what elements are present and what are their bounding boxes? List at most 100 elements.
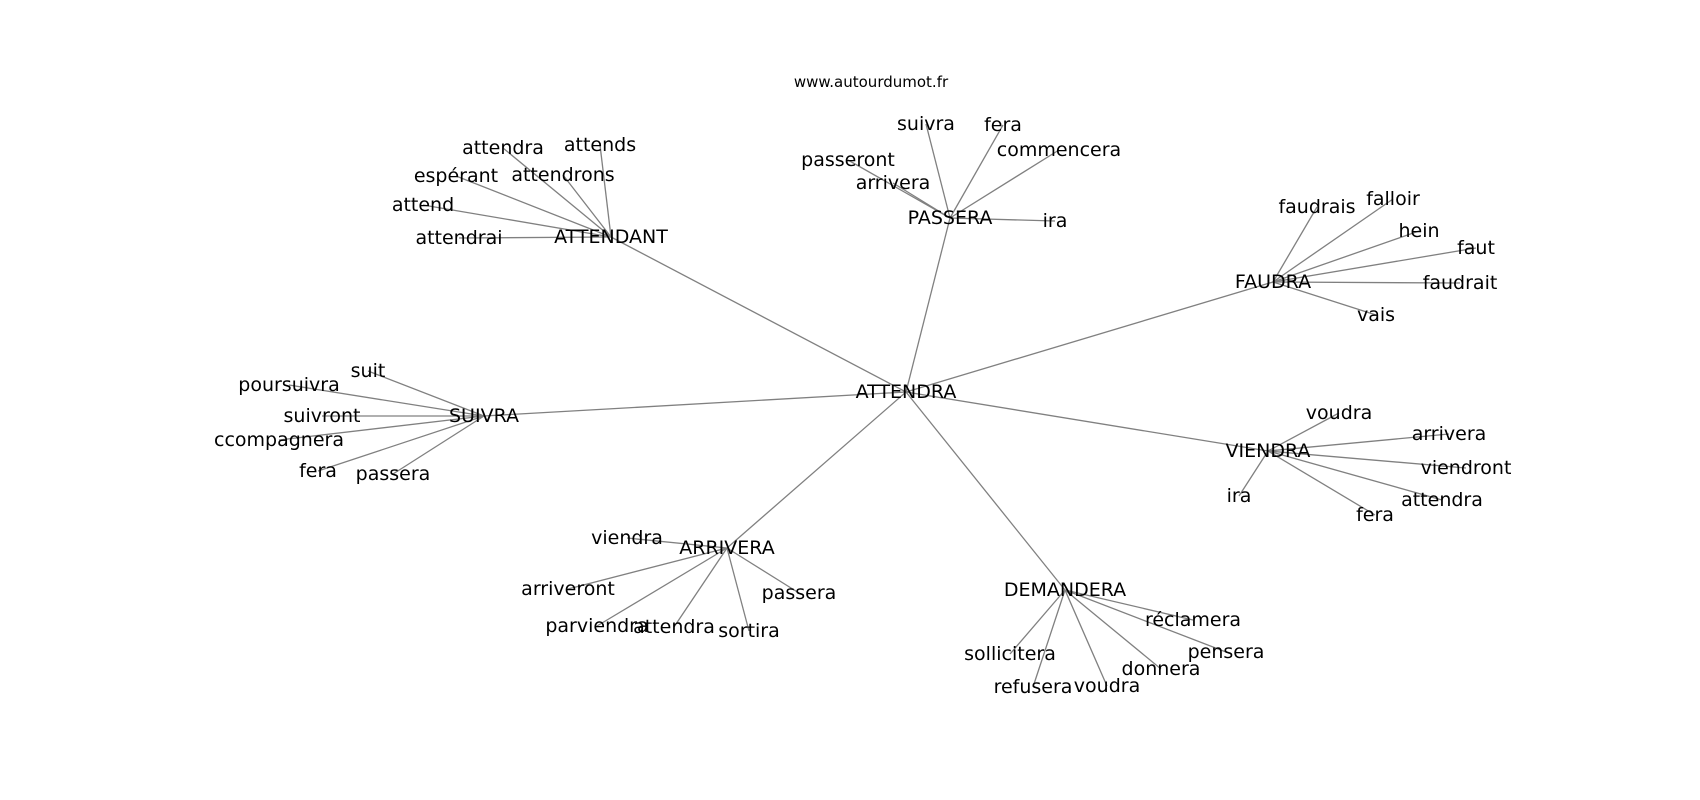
leaf-node-label: viendra	[591, 527, 663, 549]
leaf-node-label: fera	[299, 460, 337, 482]
leaf-node-label: réclamera	[1145, 609, 1241, 631]
edge-h6-r3	[726, 547, 800, 594]
hub-node-label: FAUDRA	[1235, 271, 1311, 293]
edge-c-h7	[905, 391, 1066, 591]
edge-h1-a2	[599, 144, 612, 238]
edge-h1-a1	[502, 147, 612, 238]
edge-h2-p4	[847, 159, 951, 219]
leaf-node-label: arriveront	[521, 578, 615, 600]
hub-node-label: DEMANDERA	[1004, 579, 1126, 601]
edge-h7-d4	[1064, 589, 1162, 670]
edge-c-h2	[905, 217, 951, 393]
edge-h4-s4	[278, 415, 485, 441]
edge-h2-p1	[925, 123, 951, 219]
leaf-node-label: voudra	[1306, 402, 1372, 424]
edge-c-h5	[905, 391, 1269, 452]
edge-h6-r2	[567, 547, 728, 590]
leaf-node-label: attendra	[1401, 489, 1483, 511]
source-credit: www.autourdumot.fr	[794, 73, 949, 91]
edge-h5-v3	[1267, 450, 1467, 469]
edge-h7-d1	[1064, 589, 1194, 621]
hub-node-label: VIENDRA	[1226, 440, 1311, 462]
leaf-node-label: fera	[984, 114, 1022, 136]
leaf-node-label: commencera	[997, 139, 1121, 161]
edge-h4-s2	[288, 384, 485, 417]
edge-h5-v4	[1267, 450, 1443, 501]
leaf-node-label: attendra	[633, 616, 715, 638]
leaf-node-label: espérant	[414, 165, 498, 187]
edge-h5-v5	[1238, 450, 1269, 497]
edge-h2-p2	[949, 124, 1004, 219]
edge-h2-p5	[892, 182, 951, 219]
edge-c-h6	[726, 391, 907, 549]
leaf-node-label: falloir	[1366, 188, 1420, 210]
edge-h1-a4	[562, 174, 612, 238]
edge-h5-v1	[1267, 412, 1340, 452]
hub-node-label: ATTENDRA	[856, 381, 957, 403]
leaf-node-label: ira	[1043, 210, 1068, 232]
edge-h5-v6	[1267, 450, 1376, 516]
leaf-node-label: attendrai	[415, 227, 502, 249]
edge-h7-d5	[1032, 589, 1066, 688]
edge-h6-r4	[596, 547, 728, 627]
leaf-node-label: passera	[356, 463, 431, 485]
leaf-node-label: suit	[351, 360, 386, 382]
leaf-node-label: refusera	[994, 676, 1073, 698]
edge-h5-v2	[1267, 433, 1450, 452]
leaf-node-label: viendront	[1421, 457, 1512, 479]
leaf-node-label: passeront	[801, 149, 895, 171]
leaf-node-label: faut	[1457, 237, 1495, 259]
hub-node-label: SUIVRA	[449, 405, 519, 427]
edge-h7-d6	[1064, 589, 1108, 687]
leaf-node-label: faudrais	[1278, 196, 1355, 218]
leaf-node-label: vais	[1357, 304, 1395, 326]
edge-h3-f4	[1272, 247, 1477, 283]
leaf-node-label: ccompagnera	[214, 429, 344, 451]
leaf-node-label: voudra	[1074, 675, 1140, 697]
edge-h7-d2	[1064, 589, 1227, 653]
edge-h6-r6	[726, 547, 750, 632]
edge-h6-r1	[626, 537, 728, 549]
leaf-node-label: arrivera	[856, 172, 931, 194]
leaf-node-label: fera	[1356, 504, 1394, 526]
edge-h4-s6	[392, 415, 485, 475]
leaf-node-label: parviendra	[545, 615, 648, 637]
edge-h2-p6	[949, 217, 1056, 222]
hub-node-label: PASSERA	[908, 207, 993, 229]
leaf-node-label: donnera	[1122, 658, 1201, 680]
leaf-node-label: attendra	[462, 137, 544, 159]
leaf-node-label: hein	[1398, 220, 1439, 242]
edge-h3-f2	[1272, 198, 1394, 283]
edge-h6-r5	[673, 547, 728, 628]
hub-node-label: ATTENDANT	[554, 226, 668, 248]
leaf-node-label: sollicitera	[964, 643, 1056, 665]
edge-h3-f1	[1272, 206, 1318, 283]
labels-layer: www.autourdumot.fr ATTENDRA ATTENDANT PASS…	[214, 73, 1511, 698]
leaf-node-label: suivra	[897, 113, 955, 135]
edges-layer	[278, 123, 1477, 688]
edge-h3-f6	[1272, 281, 1377, 316]
leaf-node-label: suivront	[284, 405, 361, 427]
edge-h1-a3	[455, 175, 612, 238]
edge-c-h1	[610, 236, 907, 393]
edge-h1-a6	[458, 236, 612, 239]
edge-h3-f5	[1272, 281, 1461, 284]
edge-c-h4	[483, 391, 907, 417]
leaf-node-label: passera	[762, 582, 837, 604]
leaf-node-label: pensera	[1188, 641, 1265, 663]
hub-node-label: ARRIVERA	[679, 537, 774, 559]
leaf-node-label: attend	[392, 194, 454, 216]
leaf-node-label: arrivera	[1412, 423, 1487, 445]
leaf-node-label: sortira	[718, 620, 780, 642]
edge-h3-f3	[1272, 230, 1420, 283]
leaf-node-label: faudrait	[1423, 272, 1498, 294]
edge-h1-a5	[422, 204, 612, 238]
leaf-node-label: ira	[1227, 485, 1252, 507]
edge-c-h3	[905, 281, 1274, 393]
leaf-node-label: attends	[564, 134, 636, 156]
leaf-node-label: attendrons	[511, 164, 614, 186]
edge-h7-d3	[1009, 589, 1066, 655]
edge-h2-p3	[949, 149, 1060, 219]
leaf-node-label: poursuivra	[238, 374, 339, 396]
